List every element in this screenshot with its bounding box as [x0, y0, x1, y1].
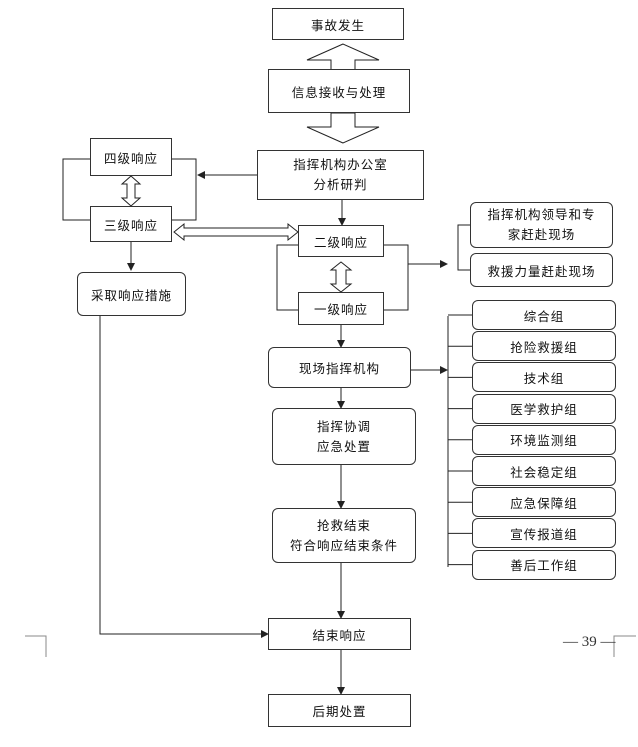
arrow-measures-to-endresponse: [99, 316, 269, 638]
branch-scene: [457, 224, 470, 271]
group-label: 环境监测组: [510, 433, 578, 449]
double-arrow-level4-level3: [120, 175, 142, 207]
group-box: 宣传报道组: [472, 518, 616, 549]
group-label: 社会稳定组: [510, 464, 578, 480]
group-label: 善后工作组: [510, 558, 578, 574]
group-box: 技术组: [472, 362, 616, 393]
node-level2: 二级响应: [298, 225, 384, 257]
group-label: 综合组: [523, 308, 565, 324]
group-box: 抢险救援组: [472, 331, 616, 362]
bracket-right-l2l1: [384, 244, 409, 311]
group-box: 善后工作组: [472, 549, 616, 580]
group-box: 应急保障组: [472, 487, 616, 518]
double-arrow-level3-level2: [173, 222, 299, 242]
node-office: 指挥机构办公室分析研判: [257, 150, 424, 200]
node-measures: 采取响应措施: [77, 272, 186, 316]
node-receive: 信息接收与处理: [268, 69, 410, 113]
group-label: 抢险救援组: [510, 339, 578, 355]
node-level4: 四级响应: [90, 138, 172, 176]
node-end-response: 结束响应: [268, 618, 411, 650]
node-rescue-force: 救援力量赶赴现场: [470, 253, 613, 287]
node-level1: 一级响应: [298, 292, 384, 325]
node-leaders: 指挥机构领导和专家赶赴现场: [470, 202, 613, 248]
double-arrow-incident-receive: [306, 43, 380, 71]
node-end-rescue: 抢救结束符合响应结束条件: [272, 508, 416, 563]
node-field-command: 现场指挥机构: [268, 347, 411, 388]
bracket-right-l4l3: [172, 158, 197, 221]
group-box: 综合组: [472, 300, 616, 330]
group-label: 医学救护组: [510, 402, 578, 418]
group-box: 环境监测组: [472, 424, 616, 455]
node-level3: 三级响应: [90, 206, 172, 242]
node-aftermath: 后期处置: [268, 694, 411, 727]
group-label: 应急保障组: [510, 495, 578, 511]
corner-mark-right: [613, 635, 636, 657]
node-incident: 事故发生: [272, 8, 404, 40]
double-arrow-level2-level1: [329, 261, 353, 293]
bracket-left-l4l3: [62, 158, 90, 221]
group-label: 技术组: [523, 370, 565, 386]
group-label: 宣传报道组: [510, 526, 578, 542]
group-box: 医学救护组: [472, 393, 616, 424]
group-box: 社会稳定组: [472, 456, 616, 486]
page-number: — 39 —: [563, 634, 616, 650]
bracket-left-l2l1: [276, 244, 298, 311]
node-coord: 指挥协调应急处置: [272, 408, 416, 465]
corner-mark-left: [25, 635, 47, 657]
double-arrow-receive-office: [306, 112, 380, 144]
